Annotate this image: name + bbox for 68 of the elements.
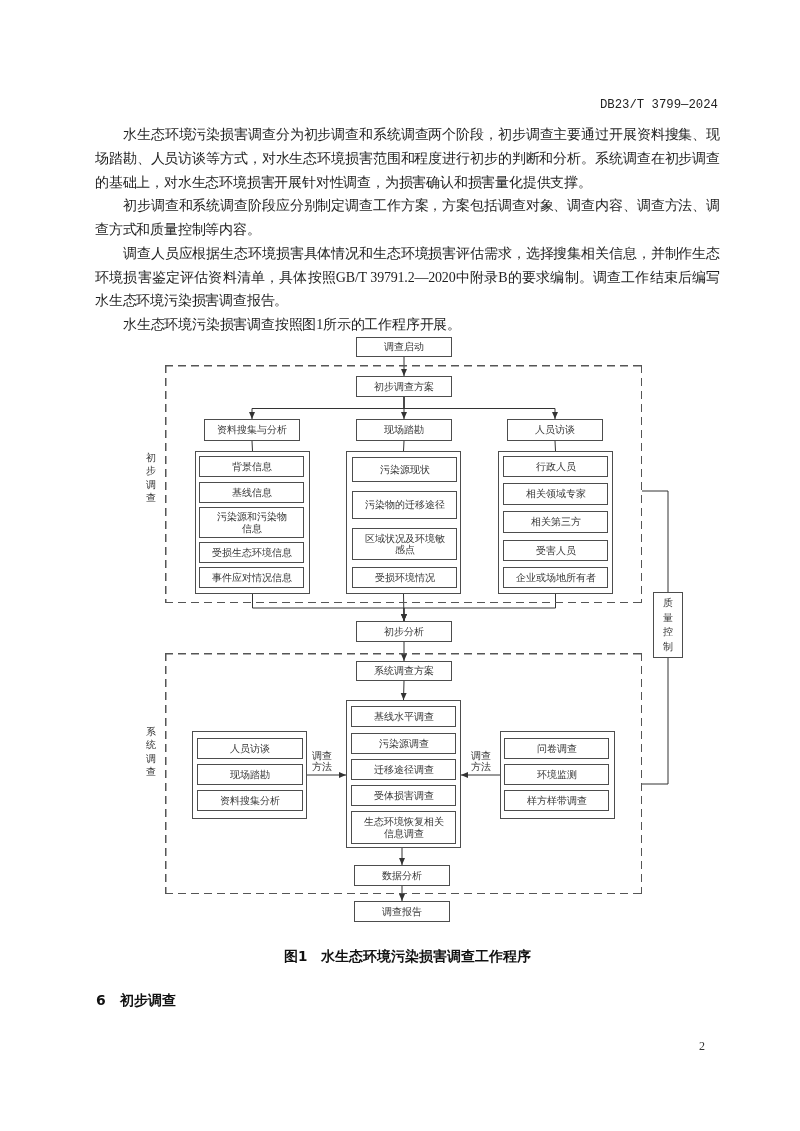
body-paragraph: 水生态环境污染损害调查分为初步调查和系统调查两个阶段，初步调查主要通过开展资料搜集、现场踏勘、人员访谈等方式，对水生态环境损害范围和程度进行初步的判断和分析。系统调查在初步调查的基础上，对水生态环境损害开展针对性调查，为损害确认和损害量化提供支撑。 — [95, 126, 720, 192]
item-box: 相关领域专家 — [503, 483, 608, 505]
arrow — [460, 772, 501, 778]
item-box: 事件应对情况信息 — [199, 567, 304, 588]
process-box: 资料搜集与分析 — [204, 419, 300, 441]
edge-label: 调查方法 — [312, 751, 332, 772]
connector-line — [554, 440, 556, 452]
item-box: 行政人员 — [503, 456, 608, 477]
process-box: 系统调查方案 — [356, 661, 452, 681]
item-box: 现场踏勘 — [197, 764, 303, 785]
item-box: 基线信息 — [199, 482, 304, 503]
item-box: 受体损害调查 — [351, 785, 456, 806]
process-box: 初步分析 — [356, 621, 452, 642]
item-box: 问卷调查 — [504, 738, 609, 759]
item-box: 迁移途径调查 — [351, 759, 456, 780]
item-box: 受损环境情况 — [352, 567, 457, 588]
list-panel — [195, 451, 310, 594]
item-box: 污染源现状 — [352, 457, 457, 482]
body-paragraph: 水生态环境污染损害调查按照图1所示的工作程序开展。 — [122, 316, 462, 334]
page-number: 2 — [699, 1039, 705, 1053]
stage-label: 初步调查 — [146, 451, 156, 505]
arrow — [400, 680, 407, 701]
arrow — [401, 356, 407, 377]
item-box: 资料搜集分析 — [197, 790, 303, 811]
arrow — [401, 593, 556, 622]
item-box: 污染物的迁移途径 — [352, 491, 457, 519]
list-panel — [346, 700, 461, 848]
item-box: 背景信息 — [199, 456, 304, 477]
item-box: 企业或场地所有者 — [503, 567, 608, 588]
list-panel — [500, 731, 615, 819]
figure-caption: 图1 水生态环境污染损害调查工作程序 — [284, 948, 532, 965]
item-box: 污染源调查 — [351, 733, 456, 754]
item-box: 受害人员 — [503, 540, 608, 561]
process-box: 人员访谈 — [507, 419, 603, 441]
item-box: 人员访谈 — [197, 738, 303, 759]
body-paragraph: 初步调查和系统调查阶段应分别制定调查工作方案，方案包括调查对象、调查内容、调查方法、调查方式和质量控制等内容。 — [95, 197, 720, 239]
item-box: 基线水平调查 — [351, 706, 456, 727]
connector-line — [641, 490, 669, 593]
section-heading: 6 初步调查 — [96, 991, 176, 1009]
item-box: 污染源和污染物信息 — [199, 507, 304, 538]
item-box: 样方样带调查 — [504, 790, 609, 811]
connector-line — [641, 657, 669, 785]
arrow — [401, 641, 407, 662]
item-box: 生态环境恢复相关信息调查 — [351, 811, 456, 844]
item-box: 环境监测 — [504, 764, 609, 785]
stage-label: 系统调查 — [146, 725, 156, 779]
list-panel — [192, 731, 307, 819]
arrow — [306, 772, 347, 778]
list-panel — [346, 451, 461, 594]
connector-line — [403, 440, 405, 452]
process-box: 质量控制 — [653, 592, 683, 658]
arrow — [403, 396, 558, 420]
process-box: 初步调查方案 — [356, 376, 452, 397]
arrow — [399, 847, 405, 866]
body-paragraph: 调查人员应根据生态环境损害具体情况和生态环境损害评估需求，选择搜集相关信息，并制作生态环境损害鉴定评估资料清单，具体按照GB/T 39791.2—2020中附录B的要求编制。调查工作结束后编写水生态环境污染损害调查报告。 — [95, 244, 720, 311]
process-box: 调查报告 — [354, 901, 450, 922]
process-box: 现场踏勘 — [356, 419, 452, 441]
arrow — [400, 593, 407, 622]
item-box: 受损生态环境信息 — [199, 542, 304, 563]
process-box: 数据分析 — [354, 865, 450, 886]
page-header: DB23/T 3799—2024 — [599, 98, 718, 113]
connector-line — [251, 440, 253, 452]
item-box: 相关第三方 — [503, 511, 608, 533]
edge-label: 调查方法 — [471, 751, 491, 772]
list-panel — [498, 451, 613, 594]
process-box: 调查启动 — [356, 337, 452, 357]
arrow — [399, 885, 405, 902]
item-box: 区域状况及环境敏感点 — [352, 528, 457, 560]
